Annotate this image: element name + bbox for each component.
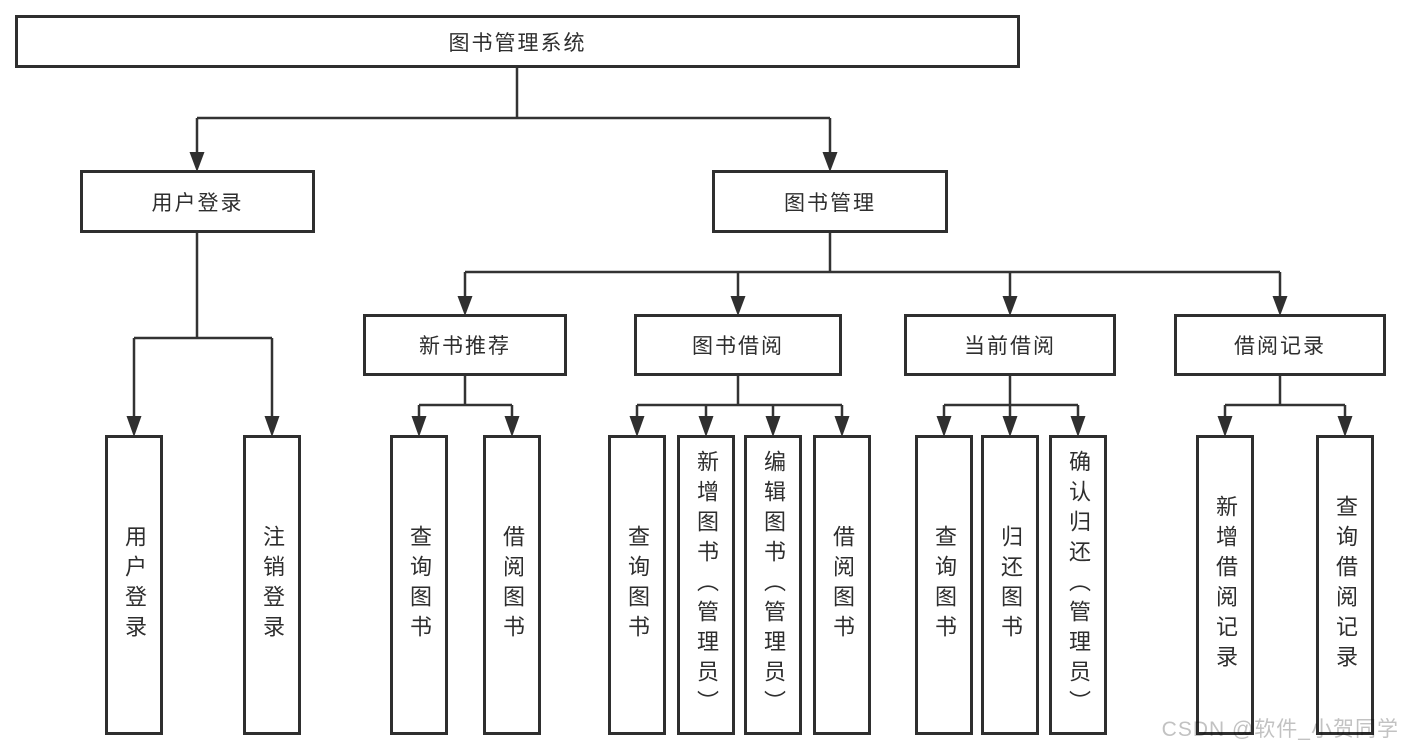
watermark-csdn: CSDN @软件_小贺同学 xyxy=(1161,718,1399,741)
leaf-logout: 注销登录 xyxy=(243,435,301,735)
leaf-query-borrow-record: 查询借阅记录 xyxy=(1316,435,1374,735)
leaf-user-login: 用户登录 xyxy=(105,435,163,735)
leaf-query-books-borrowing: 查询图书 xyxy=(608,435,666,735)
leaf-add-books-admin: 新增图书（管理员） xyxy=(677,435,735,735)
node-user-login: 用户登录 xyxy=(80,170,315,233)
leaf-borrow-books-recommend: 借阅图书 xyxy=(483,435,541,735)
leaf-add-borrow-record: 新增借阅记录 xyxy=(1196,435,1254,735)
arrowheads xyxy=(126,152,1353,437)
leaf-confirm-return-admin: 确认归还（管理员） xyxy=(1049,435,1107,735)
leaf-query-books-recommend: 查询图书 xyxy=(390,435,448,735)
node-current-borrowing: 当前借阅 xyxy=(904,314,1116,376)
node-library-system: 图书管理系统 xyxy=(15,15,1020,68)
leaf-query-books-current: 查询图书 xyxy=(915,435,973,735)
leaf-borrow-books-borrowing: 借阅图书 xyxy=(813,435,871,735)
leaf-edit-books-admin: 编辑图书（管理员） xyxy=(744,435,802,735)
leaf-return-books: 归还图书 xyxy=(981,435,1039,735)
node-book-borrowing: 图书借阅 xyxy=(634,314,842,376)
node-new-book-recommend: 新书推荐 xyxy=(363,314,567,376)
node-borrowing-records: 借阅记录 xyxy=(1174,314,1386,376)
node-book-management: 图书管理 xyxy=(712,170,948,233)
